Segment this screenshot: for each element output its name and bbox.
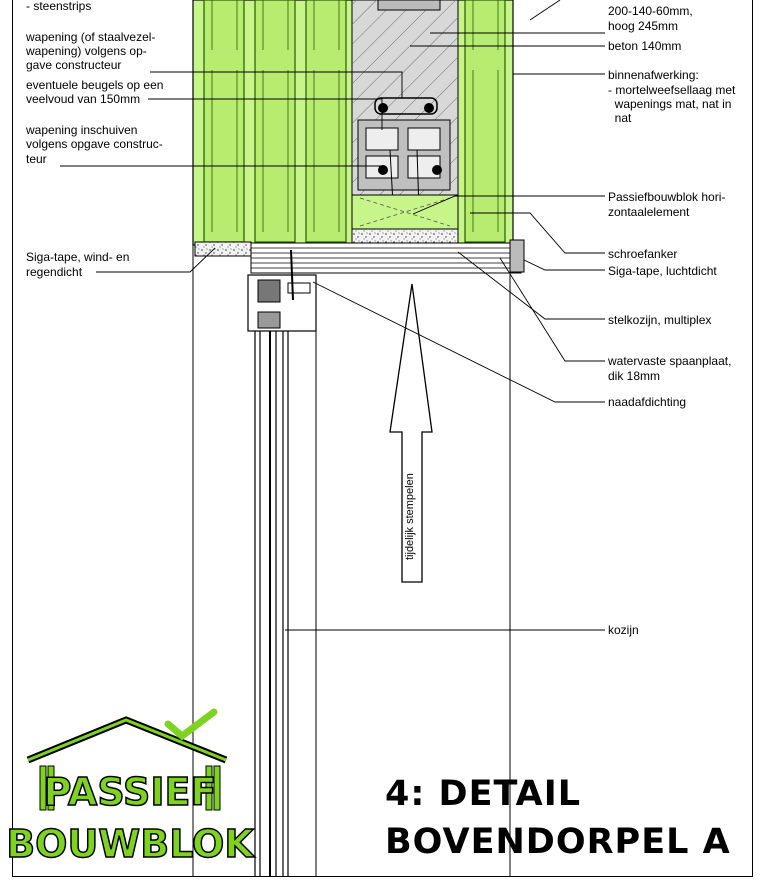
label-kozijn: kozijn [608,623,639,637]
label-inschuiven-2: volgens opgave construc- [26,137,163,151]
passief-bouwblok-logo: PASSIEF BOUWBLOK [5,708,256,867]
label-siga-wind-2: regendicht [26,265,83,279]
title-line2: BOVENDORPEL A [385,822,731,862]
label-passief-2: zontaalelement [608,205,690,219]
logo-line1: PASSIEF [44,770,217,814]
label-wapening-1: wapening (of staalvezel- [26,30,156,44]
label-passief-1: Passiefbouwblok hori- [608,190,726,204]
label-beugels-2: veelvoud van 150mm [26,92,141,106]
label-naad: naadafdichting [608,395,687,409]
label-spaanplaat-1: watervaste spaanplaat, [608,354,732,368]
leader-lines [60,0,605,631]
label-binnen-3: wapenings mat, nat in [608,97,732,111]
label-schroefanker: schroefanker [608,247,678,261]
stelkozijn-board [250,239,525,274]
label-beton: beton 140mm [608,39,682,53]
window-frame [192,245,511,877]
label-stelkozijn: stelkozijn, multiplex [608,313,712,327]
label-binnen-2: - mortelweefsellaag met [608,83,736,97]
drawing-frame [12,0,753,877]
title-line1: 4: DETAIL [385,774,582,814]
temporary-prop-arrow [389,283,433,583]
label-steenstrips: - steenstrips [26,0,92,13]
label-beugels-1: eventuele beugels op een [26,78,164,92]
arrow-label: tijdelijk stempelen [404,473,416,560]
label-binnen-1: binnenafwerking: [608,68,699,82]
label-binnen-4: nat [608,111,632,125]
wall-block [192,0,514,257]
label-inschuiven-3: teur [26,152,47,166]
label-wapening-2: wapening) volgens op- [26,44,147,58]
label-dims-2: hoog 245mm [608,19,679,33]
label-spaanplaat-2: dik 18mm [608,369,661,383]
label-wapening-3: gave constructeur [26,58,122,72]
logo-line2: BOUWBLOK [6,822,255,866]
label-dims-1: 200-140-60mm, [608,4,693,18]
label-siga-wind-1: Siga-tape, wind- en [26,250,130,264]
label-inschuiven-1: wapening inschuiven [26,123,138,137]
label-siga-lucht: Siga-tape, luchtdicht [608,264,717,278]
